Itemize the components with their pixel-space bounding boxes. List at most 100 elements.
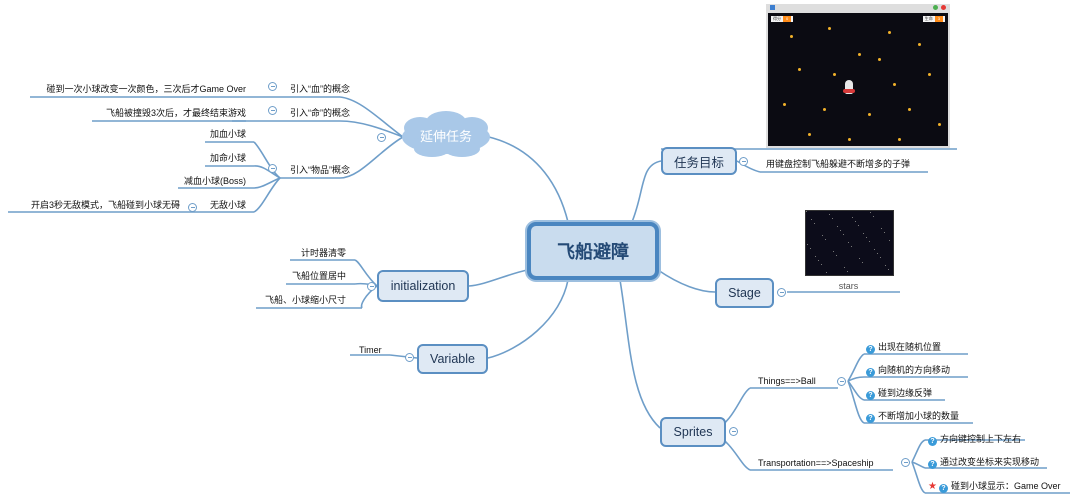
initialization-topic[interactable]: initialization — [377, 270, 469, 302]
blood-concept-label[interactable]: 引入“血”的概念 — [290, 84, 350, 94]
bullet-dot — [898, 138, 901, 141]
collapse-toggle-items[interactable] — [268, 164, 277, 173]
items-concept-label[interactable]: 引入“物品”概念 — [290, 165, 350, 175]
central-topic[interactable]: 飞船避障 — [527, 222, 659, 280]
ball-item-0[interactable]: ?出现在随机位置 — [866, 341, 941, 354]
star-speck — [863, 233, 864, 234]
star-speck — [826, 272, 827, 273]
life-concept-label[interactable]: 引入“命”的概念 — [290, 108, 350, 118]
bullet-dot — [893, 83, 896, 86]
stage-topic[interactable]: Stage — [715, 278, 774, 308]
invincible-detail[interactable]: 开启3秒无敌模式，飞船碰到小球无碍 — [30, 200, 180, 210]
star-speck — [852, 217, 853, 218]
ship-item-1[interactable]: ?通过改变坐标来实现移动 — [928, 456, 1039, 469]
extension-title[interactable]: 延伸任务 — [419, 129, 472, 144]
star-speck — [855, 221, 856, 222]
link-stage — [657, 269, 716, 293]
item-invincible[interactable]: 无敌小球 — [209, 200, 246, 210]
star-speck — [807, 244, 808, 245]
star-speck — [822, 235, 823, 236]
variable-topic[interactable]: Variable — [417, 344, 488, 374]
star-speck — [833, 251, 834, 252]
star-speck — [866, 237, 867, 238]
collapse-toggle-goal[interactable] — [739, 157, 748, 166]
bullet-dot — [888, 31, 891, 34]
star-speck — [870, 212, 871, 213]
item-add-life[interactable]: 加命小球 — [209, 153, 246, 163]
init-item-center-ship[interactable]: 飞船位置居中 — [291, 271, 346, 281]
collapse-toggle-sprites[interactable] — [729, 427, 738, 436]
link-life — [339, 120, 404, 138]
link-extension — [488, 136, 569, 223]
bullet-dot — [938, 123, 941, 126]
star-speck — [848, 242, 849, 243]
item-boss[interactable]: 减血小球(Boss) — [183, 176, 246, 186]
star-speck — [885, 265, 886, 266]
bullet-dot — [858, 53, 861, 56]
star-speck — [881, 228, 882, 229]
star-speck — [811, 219, 812, 220]
star-speck — [884, 232, 885, 233]
variable-item-timer[interactable]: Timer — [359, 345, 382, 355]
bullet-dot — [783, 103, 786, 106]
star-speck — [869, 241, 870, 242]
spaceship-icon — [845, 80, 853, 94]
ship-item-0[interactable]: ?方向键控制上下左右 — [928, 433, 1021, 446]
init-item-timer-reset[interactable]: 计时器清零 — [300, 248, 346, 258]
star-speck — [837, 226, 838, 227]
link-sprites — [619, 279, 661, 429]
blood-concept-detail[interactable]: 碰到一次小球改变一次颜色，三次后才Game Over — [46, 84, 246, 94]
bullet-dot — [868, 113, 871, 116]
link-goal — [631, 160, 662, 223]
help-icon: ? — [928, 460, 937, 469]
goal-detail[interactable]: 用键盘控制飞船躲避不断增多的子弹 — [766, 159, 911, 169]
star-speck — [818, 260, 819, 261]
flag-icon — [770, 5, 775, 10]
sprites-topic[interactable]: Sprites — [660, 417, 726, 447]
star-speck — [821, 264, 822, 265]
star-speck — [888, 269, 889, 270]
collapse-toggle-ball[interactable] — [837, 377, 846, 386]
item-add-blood[interactable]: 加血小球 — [209, 129, 246, 139]
help-icon: ? — [866, 414, 875, 423]
bullet-dot — [828, 27, 831, 30]
collapse-toggle-stage[interactable] — [777, 288, 786, 297]
collapse-toggle-life[interactable] — [268, 106, 277, 115]
bullet-dot — [790, 35, 793, 38]
green-flag-icon — [933, 5, 938, 10]
collapse-toggle-init[interactable] — [367, 282, 376, 291]
star-speck — [847, 271, 848, 272]
bullet-dot — [918, 43, 921, 46]
bullet-dot — [928, 73, 931, 76]
collapse-toggle-extension[interactable] — [377, 133, 386, 142]
stage-backdrop-label[interactable]: stars — [838, 281, 859, 291]
collapse-toggle-blood[interactable] — [268, 82, 277, 91]
collapse-toggle-variable[interactable] — [405, 353, 414, 362]
collapse-toggle-spaceship[interactable] — [901, 458, 910, 467]
init-item-shrink[interactable]: 飞船、小球缩小尺寸 — [264, 295, 346, 305]
spaceship-label[interactable]: Transportation==>Spaceship — [758, 458, 874, 468]
ball-item-1[interactable]: ?向随机的方向移动 — [866, 364, 950, 377]
star-speck — [880, 257, 881, 258]
star-speck — [873, 216, 874, 217]
ball-item-3[interactable]: ?不断增加小球的数量 — [866, 410, 959, 423]
help-icon: ? — [938, 484, 948, 493]
star-speck — [877, 253, 878, 254]
bullet-dot — [798, 68, 801, 71]
ball-item-2[interactable]: ?碰到边缘反弹 — [866, 387, 932, 400]
star-speck — [806, 211, 807, 212]
stars-backdrop-thumbnail — [805, 210, 894, 276]
star-speck — [851, 246, 852, 247]
ship-item-2[interactable]: ★?碰到小球显示：Game Over — [928, 481, 1061, 493]
goal-topic[interactable]: 任务目标 — [661, 147, 737, 175]
star-speck — [810, 248, 811, 249]
ball-label[interactable]: Things==>Ball — [758, 376, 816, 386]
star-speck — [889, 240, 890, 241]
collapse-toggle-invincible[interactable] — [188, 203, 197, 212]
bullet-dot — [808, 133, 811, 136]
life-concept-detail[interactable]: 飞船被撞毁3次后，才最终结束游戏 — [105, 108, 246, 118]
